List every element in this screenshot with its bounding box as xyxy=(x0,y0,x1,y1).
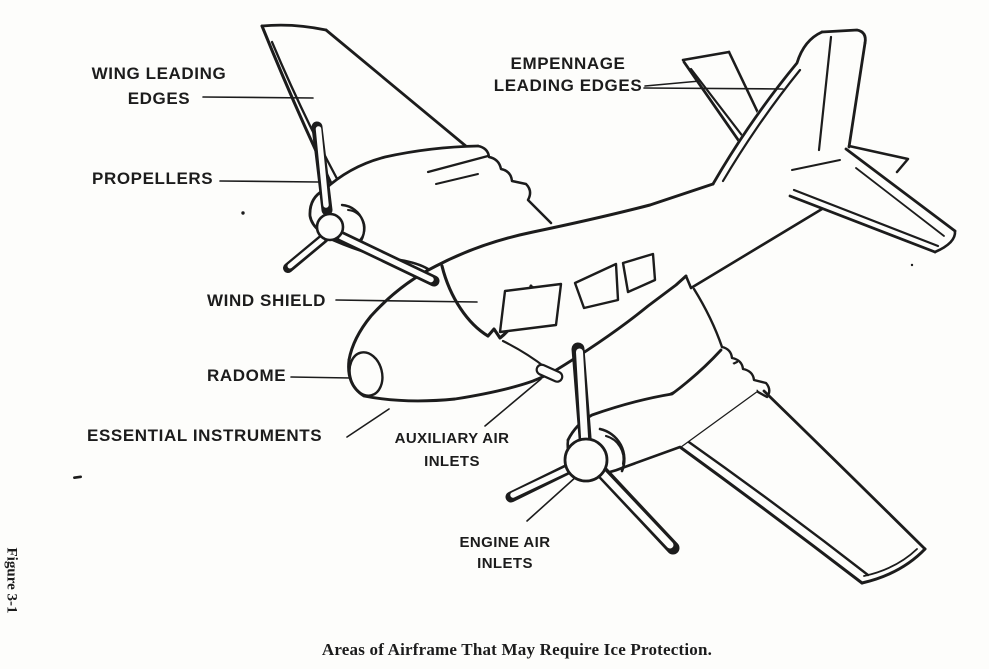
near-stabilizer-deice-boot xyxy=(792,188,940,248)
far-wing-deice-boot xyxy=(270,40,346,194)
callout-wind-shield: WIND SHIELD xyxy=(207,291,326,311)
callout-empennage-leading-edges: EMPENNAGE LEADING EDGES xyxy=(468,53,668,97)
radome-outline xyxy=(348,351,384,397)
callout-text: ESSENTIAL INSTRUMENTS xyxy=(87,426,323,445)
leader-empennage-fin xyxy=(643,87,784,90)
callout-text: ENGINE AIR xyxy=(459,534,551,551)
left-spinner xyxy=(315,212,345,242)
cabin-windows xyxy=(498,252,657,334)
near-wing xyxy=(666,287,927,585)
fin-deice-boot xyxy=(721,68,802,183)
leader-empennage-far-stab xyxy=(644,80,701,87)
callout-essential-instruments: ESSENTIAL INSTRUMENTS xyxy=(87,426,322,446)
callout-auxiliary-air-inlets: AUXILIARY AIR INLETS xyxy=(352,427,552,473)
callout-text: PROPELLERS xyxy=(92,169,214,188)
callout-text: INLETS xyxy=(424,453,480,470)
ink-specks xyxy=(73,211,914,479)
figure-number: Figure 3-1 xyxy=(3,547,20,614)
leader-wind-shield xyxy=(335,299,478,303)
rudder-hinge-line xyxy=(817,35,833,152)
leader-essential-instruments xyxy=(346,408,390,438)
leader-wing-leading-edges xyxy=(202,96,314,99)
callout-propellers: PROPELLERS xyxy=(92,169,213,189)
right-spinner xyxy=(563,437,609,483)
leader-engine-air-inlets xyxy=(526,475,578,522)
callout-wing-leading-edges: WING LEADING EDGES xyxy=(59,61,259,111)
left-propeller xyxy=(283,121,440,287)
callout-text: LEADING EDGES xyxy=(493,76,643,95)
figure-caption: Areas of Airframe That May Require Ice P… xyxy=(321,640,713,659)
leader-auxiliary-air-inlets xyxy=(484,378,542,427)
callout-text: EMPENNAGE xyxy=(510,54,626,73)
leader-propellers xyxy=(219,180,319,183)
leader-lines xyxy=(202,80,784,522)
callout-radome: RADOME xyxy=(207,366,286,386)
auxiliary-air-inlet-slot xyxy=(535,363,564,383)
leader-radome xyxy=(290,376,352,379)
callout-text: AUXILIARY AIR xyxy=(394,430,510,447)
fuselage xyxy=(347,182,824,403)
callout-text: INLETS xyxy=(477,555,533,572)
empennage xyxy=(681,28,957,254)
near-wing-deice-boot xyxy=(684,438,870,577)
callout-text: WIND SHIELD xyxy=(207,291,326,310)
callout-engine-air-inlets: ENGINE AIR INLETS xyxy=(405,532,605,574)
right-propeller xyxy=(505,342,680,555)
callout-text: RADOME xyxy=(207,366,287,385)
callout-text: EDGES xyxy=(127,89,191,108)
left-engine-nacelle xyxy=(308,144,553,271)
callout-text: WING LEADING xyxy=(91,64,227,83)
engine-cowl-ring xyxy=(598,427,626,473)
far-stabilizer-deice-boot xyxy=(689,67,746,140)
